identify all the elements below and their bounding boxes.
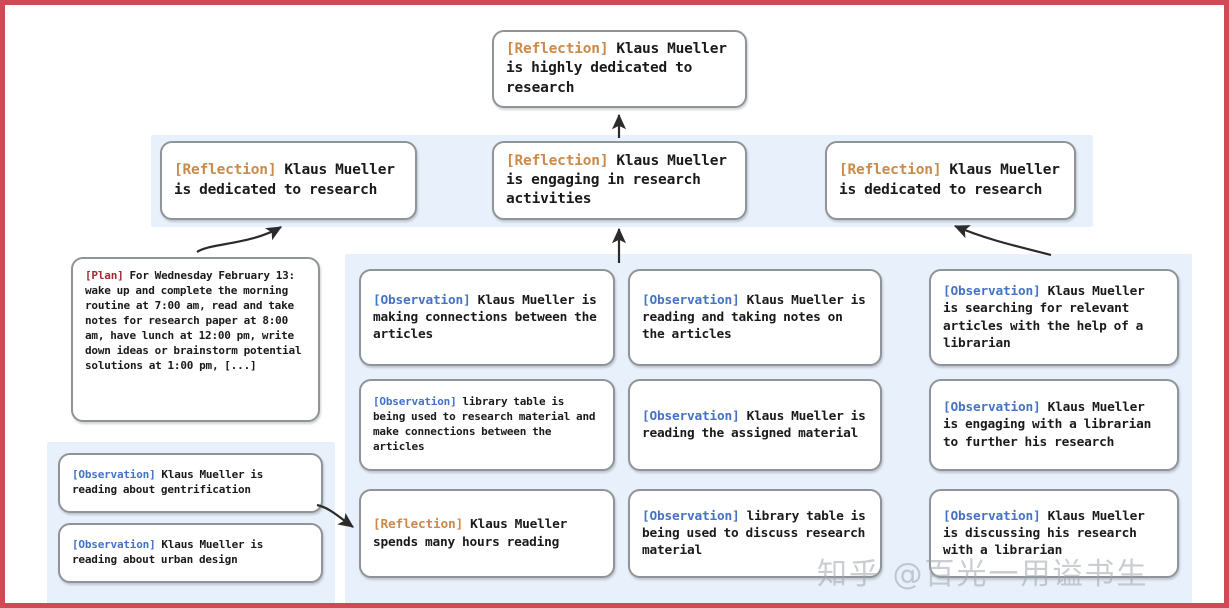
tag-observation: [Observation] bbox=[943, 400, 1041, 416]
node-body: Klaus Mueller is reading and taking note… bbox=[642, 292, 866, 342]
tag-observation: [Observation] bbox=[72, 538, 156, 552]
node-text: [Reflection] Klaus Mueller spends many h… bbox=[361, 516, 613, 550]
node-body: Klaus Mueller is reading about urban des… bbox=[72, 538, 264, 566]
tag-observation: [Observation] bbox=[642, 408, 740, 424]
node-text: [Plan] For Wednesday February 13: wake u… bbox=[73, 259, 318, 374]
node-body: Klaus Mueller is reading about gentrific… bbox=[72, 468, 264, 496]
tag-observation: [Observation] bbox=[642, 292, 740, 308]
arrow-plan-to-reflection1 bbox=[196, 226, 282, 253]
node-left-observation-1[interactable]: [Observation] Klaus Mueller is reading a… bbox=[58, 453, 323, 513]
tag-reflection: [Reflection] bbox=[506, 152, 609, 169]
tag-reflection: [Reflection] bbox=[506, 41, 609, 58]
node-col2-item-1[interactable]: [Observation] Klaus Mueller is reading a… bbox=[628, 269, 882, 366]
arrow-col3-to-reflection3 bbox=[953, 224, 1052, 257]
tag-observation: [Observation] bbox=[642, 508, 740, 524]
node-reflection-2[interactable]: [Reflection] Klaus Mueller is engaging i… bbox=[492, 141, 747, 220]
node-body: library table is being used to research … bbox=[373, 395, 596, 453]
node-text: [Observation] Klaus Mueller is reading a… bbox=[60, 538, 321, 568]
node-body: For Wednesday February 13: wake up and c… bbox=[85, 269, 302, 372]
node-body: Klaus Mueller is reading the assigned ma… bbox=[642, 408, 866, 441]
node-left-observation-2[interactable]: [Observation] Klaus Mueller is reading a… bbox=[58, 523, 323, 583]
node-root-reflection[interactable]: [Reflection] Klaus Mueller is highly ded… bbox=[492, 30, 747, 108]
node-text: [Observation] Klaus Mueller is reading t… bbox=[630, 408, 880, 442]
node-reflection-1[interactable]: [Reflection] Klaus Mueller is dedicated … bbox=[160, 141, 417, 220]
node-body: Klaus Mueller is making connections betw… bbox=[373, 292, 597, 342]
node-col1-item-2[interactable]: [Observation] library table is being use… bbox=[359, 379, 615, 471]
tag-plan: [Plan] bbox=[85, 269, 124, 282]
node-col2-item-3[interactable]: [Observation] library table is being use… bbox=[628, 489, 882, 578]
node-text: [Reflection] Klaus Mueller is engaging i… bbox=[494, 152, 745, 210]
tag-observation: [Observation] bbox=[943, 508, 1041, 524]
node-col3-item-3[interactable]: [Observation] Klaus Mueller is discussin… bbox=[929, 489, 1179, 578]
node-body: library table is being used to discuss r… bbox=[642, 508, 866, 558]
node-col2-item-2[interactable]: [Observation] Klaus Mueller is reading t… bbox=[628, 379, 882, 471]
node-text: [Reflection] Klaus Mueller is dedicated … bbox=[162, 161, 415, 200]
tag-observation: [Observation] bbox=[373, 292, 471, 308]
node-body: Klaus Mueller spends many hours reading bbox=[373, 517, 568, 550]
tag-observation: [Observation] bbox=[373, 395, 457, 409]
node-reflection-3[interactable]: [Reflection] Klaus Mueller is dedicated … bbox=[825, 141, 1076, 220]
node-col1-item-3[interactable]: [Reflection] Klaus Mueller spends many h… bbox=[359, 489, 615, 578]
node-text: [Observation] Klaus Mueller is reading a… bbox=[630, 292, 880, 343]
node-text: [Observation] Klaus Mueller is engaging … bbox=[931, 399, 1177, 450]
node-body: Klaus Mueller is engaging with a librari… bbox=[943, 400, 1152, 450]
node-text: [Observation] library table is being use… bbox=[630, 508, 880, 559]
tag-reflection: [Reflection] bbox=[373, 517, 464, 533]
node-body: Klaus Mueller is engaging in research ac… bbox=[506, 152, 727, 208]
node-text: [Observation] Klaus Mueller is searching… bbox=[931, 283, 1177, 351]
node-body: Klaus Mueller is searching for relevant … bbox=[943, 284, 1145, 351]
node-col3-item-2[interactable]: [Observation] Klaus Mueller is engaging … bbox=[929, 379, 1179, 471]
node-text: [Observation] library table is being use… bbox=[361, 395, 613, 455]
tag-reflection: [Reflection] bbox=[839, 162, 942, 179]
node-col1-item-1[interactable]: [Observation] Klaus Mueller is making co… bbox=[359, 269, 615, 366]
node-body: Klaus Mueller is dedicated to research bbox=[174, 162, 395, 198]
node-text: [Reflection] Klaus Mueller is dedicated … bbox=[827, 161, 1074, 200]
node-body: Klaus Mueller is highly dedicated to res… bbox=[506, 41, 727, 96]
node-body: Klaus Mueller is dedicated to research bbox=[839, 162, 1060, 198]
tag-reflection: [Reflection] bbox=[174, 162, 277, 179]
node-text: [Observation] Klaus Mueller is reading a… bbox=[60, 468, 321, 498]
node-text: [Observation] Klaus Mueller is making co… bbox=[361, 292, 613, 343]
node-text: [Reflection] Klaus Mueller is highly ded… bbox=[494, 40, 745, 98]
tag-observation: [Observation] bbox=[72, 468, 156, 482]
node-text: [Observation] Klaus Mueller is discussin… bbox=[931, 508, 1177, 559]
tag-observation: [Observation] bbox=[943, 284, 1041, 300]
node-plan[interactable]: [Plan] For Wednesday February 13: wake u… bbox=[71, 257, 320, 422]
node-body: Klaus Mueller is discussing his research… bbox=[943, 508, 1145, 558]
node-col3-item-1[interactable]: [Observation] Klaus Mueller is searching… bbox=[929, 269, 1179, 366]
